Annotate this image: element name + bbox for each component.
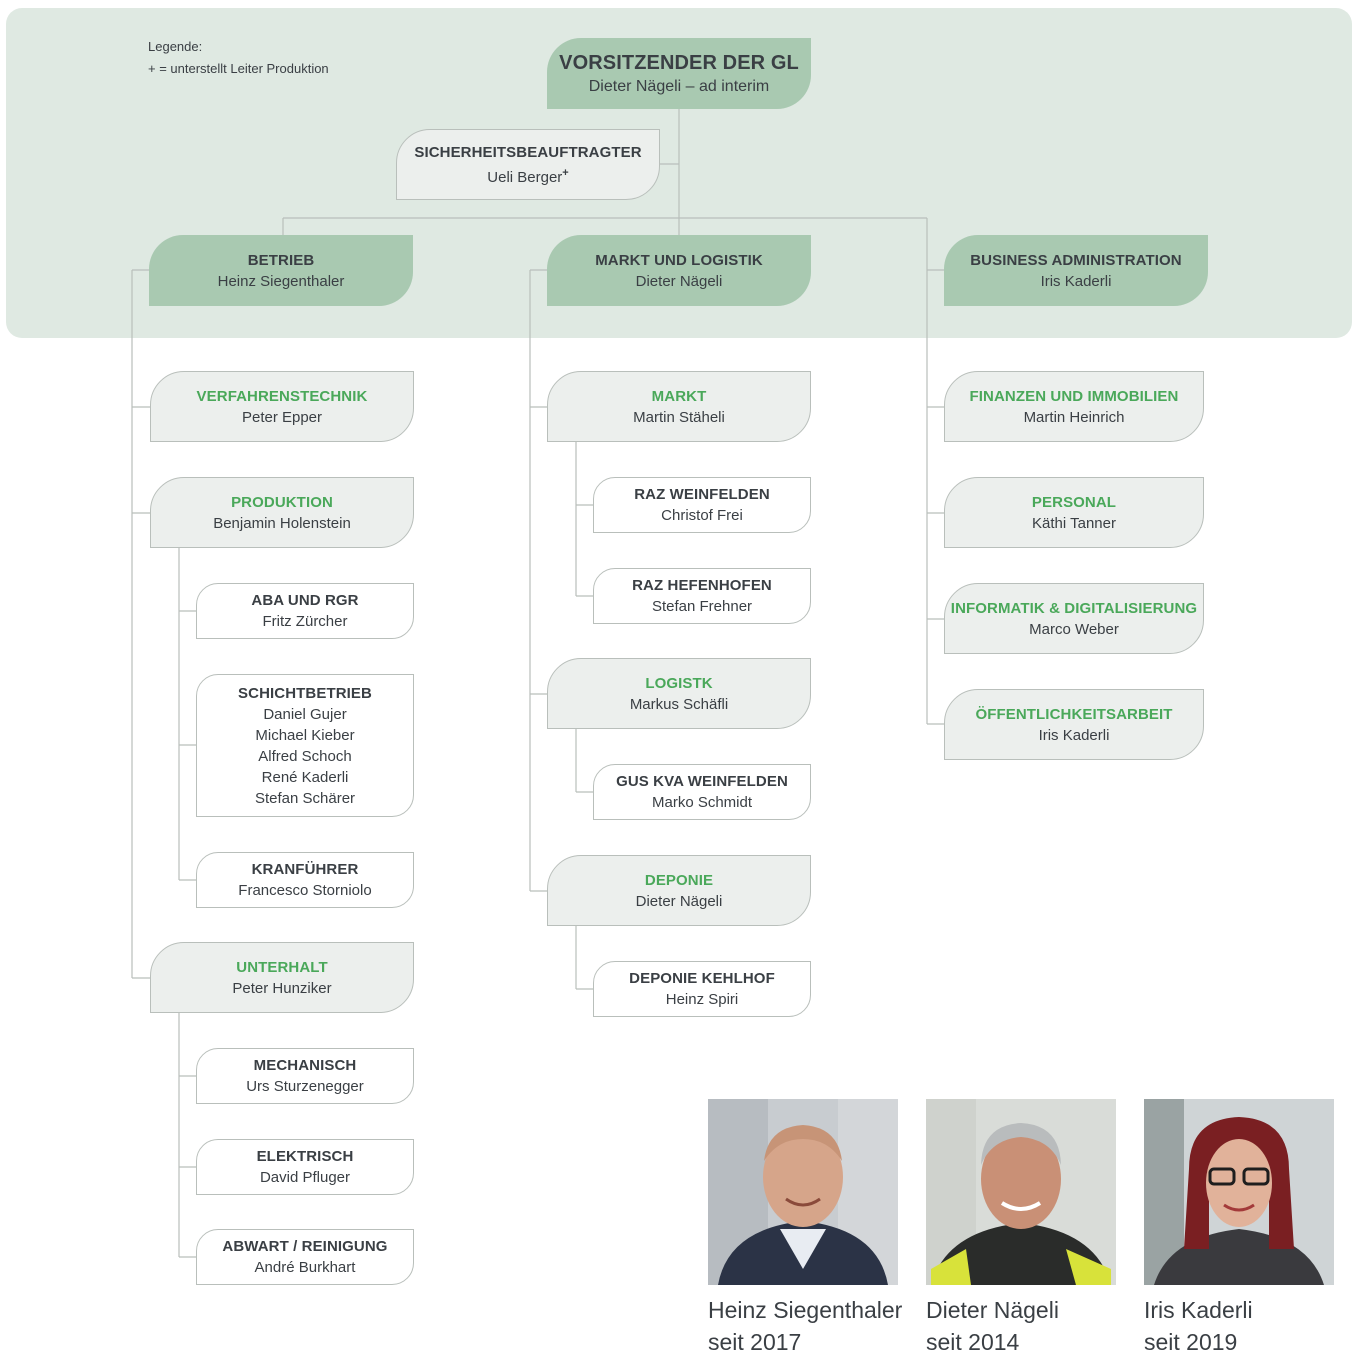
box-name: Peter Hunziker — [232, 979, 332, 997]
box-title: DEPONIE KEHLHOF — [629, 970, 775, 987]
portrait-name: Iris Kaderli — [1144, 1297, 1253, 1323]
box-title: ELEKTRISCH — [256, 1148, 354, 1165]
box-name: Stefan Schärer — [254, 789, 356, 807]
box-title: ABA UND RGR — [251, 592, 359, 609]
portrait-since: seit 2019 — [1144, 1329, 1238, 1355]
box-title: BETRIEB — [247, 251, 315, 269]
box-schichtbetrieb: SCHICHTBETRIEB Daniel Gujer Michael Kieb… — [196, 674, 414, 817]
box-finanzen-und-immobilien: FINANZEN UND IMMOBILIEN Martin Heinrich — [944, 371, 1204, 442]
box-sicherheitsbeauftragter: SICHERHEITSBEAUFTRAGTER Ueli Berger+ — [396, 129, 660, 200]
legend-text: + = unterstellt Leiter Produktion — [148, 61, 329, 76]
box-mechanisch: MECHANISCH Urs Sturzenegger — [196, 1048, 414, 1104]
box-name: David Pfluger — [259, 1169, 351, 1186]
portrait-photo-heinz-siegenthaler — [708, 1099, 898, 1285]
box-title: PERSONAL — [1031, 493, 1117, 511]
box-betrieb: BETRIEB Heinz Siegenthaler — [149, 235, 413, 306]
box-title: FINANZEN UND IMMOBILIEN — [969, 387, 1179, 405]
portrait-since: seit 2014 — [926, 1329, 1020, 1355]
portrait-name: Dieter Nägeli — [926, 1297, 1059, 1323]
box-name: Alfred Schoch — [258, 747, 352, 765]
portrait-photo-iris-kaderli — [1144, 1099, 1334, 1285]
box-title: INFORMATIK & DIGITALISIERUNG — [950, 599, 1198, 617]
box-title: MARKT — [651, 387, 707, 405]
box-title: RAZ HEFENHOFEN — [632, 577, 772, 594]
safety-name: Ueli Berger — [487, 168, 563, 186]
box-title: LOGISTK — [645, 674, 713, 692]
box-name: André Burkhart — [254, 1259, 356, 1276]
box-informatik-digitalisierung: INFORMATIK & DIGITALISIERUNG Marco Weber — [944, 583, 1204, 654]
box-name: Marko Schmidt — [651, 794, 753, 811]
box-unterhalt: UNTERHALT Peter Hunziker — [150, 942, 414, 1013]
box-name: René Kaderli — [261, 768, 349, 786]
portrait-photo-dieter-naegeli — [926, 1099, 1116, 1285]
box-raz-weinfelden: RAZ WEINFELDEN Christof Frei — [593, 477, 811, 533]
box-name: Dieter Nägeli – ad interim — [588, 78, 770, 95]
box-deponie: DEPONIE Dieter Nägeli — [547, 855, 811, 926]
box-produktion: PRODUKTION Benjamin Holenstein — [150, 477, 414, 548]
box-name: Peter Epper — [241, 408, 323, 426]
box-name: Martin Stäheli — [633, 408, 725, 426]
box-personal: PERSONAL Käthi Tanner — [944, 477, 1204, 548]
safety-mark: + — [562, 166, 569, 179]
box-gus-kva-weinfelden: GUS KVA WEINFELDEN Marko Schmidt — [593, 764, 811, 820]
box-verfahrenstechnik: VERFAHRENSTECHNIK Peter Epper — [150, 371, 414, 442]
box-oeffentlichkeitsarbeit: ÖFFENTLICHKEITSARBEIT Iris Kaderli — [944, 689, 1204, 760]
box-title: GUS KVA WEINFELDEN — [616, 773, 788, 790]
box-kranfuehrer: KRANFÜHRER Francesco Storniolo — [196, 852, 414, 908]
box-business-administration: BUSINESS ADMINISTRATION Iris Kaderli — [944, 235, 1208, 306]
box-vorsitzender: VORSITZENDER DER GL Dieter Nägeli – ad i… — [547, 38, 811, 109]
box-name: Käthi Tanner — [1032, 514, 1116, 532]
box-name: Stefan Frehner — [651, 598, 753, 615]
box-title: VORSITZENDER DER GL — [559, 52, 799, 74]
box-title: ABWART / REINIGUNG — [222, 1238, 388, 1255]
portrait-since: seit 2017 — [708, 1329, 802, 1355]
box-title: UNTERHALT — [236, 958, 328, 976]
legend: Legende: + = unterstellt Leiter Produkti… — [148, 36, 329, 80]
box-name: Dieter Nägeli — [635, 272, 723, 290]
box-title: ÖFFENTLICHKEITSARBEIT — [975, 705, 1173, 723]
box-markt-und-logistik: MARKT UND LOGISTIK Dieter Nägeli — [547, 235, 811, 306]
box-name: Benjamin Holenstein — [213, 514, 351, 532]
box-name: Michael Kieber — [255, 726, 355, 744]
box-name: Heinz Spiri — [665, 991, 739, 1008]
box-title: MARKT UND LOGISTIK — [595, 251, 763, 269]
box-title: VERFAHRENSTECHNIK — [196, 387, 368, 405]
box-name: Iris Kaderli — [1040, 272, 1112, 290]
box-name: Ueli Berger+ — [487, 163, 568, 188]
box-abwart-reinigung: ABWART / REINIGUNG André Burkhart — [196, 1229, 414, 1285]
box-markt: MARKT Martin Stäheli — [547, 371, 811, 442]
portrait-caption: Heinz Siegenthaler seit 2017 — [708, 1294, 902, 1358]
portrait-caption: Iris Kaderli seit 2019 — [1144, 1294, 1253, 1358]
box-title: KRANFÜHRER — [251, 861, 359, 878]
box-name: Marco Weber — [1029, 620, 1119, 638]
portrait-caption: Dieter Nägeli seit 2014 — [926, 1294, 1059, 1358]
box-name: Christof Frei — [661, 507, 743, 524]
legend-title: Legende: — [148, 39, 203, 54]
box-name: Dieter Nägeli — [635, 892, 723, 910]
box-raz-hefenhofen: RAZ HEFENHOFEN Stefan Frehner — [593, 568, 811, 624]
box-name: Heinz Siegenthaler — [217, 272, 345, 290]
box-name: Fritz Zürcher — [262, 613, 348, 630]
box-title: BUSINESS ADMINISTRATION — [970, 251, 1182, 269]
box-name: Francesco Storniolo — [238, 882, 372, 899]
box-deponie-kehlhof: DEPONIE KEHLHOF Heinz Spiri — [593, 961, 811, 1017]
box-title: MECHANISCH — [253, 1057, 357, 1074]
portrait-name: Heinz Siegenthaler — [708, 1297, 903, 1323]
box-title: SICHERHEITSBEAUFTRAGTER — [414, 143, 642, 161]
box-elektrisch: ELEKTRISCH David Pfluger — [196, 1139, 414, 1195]
box-logistik: LOGISTK Markus Schäfli — [547, 658, 811, 729]
box-name: Martin Heinrich — [1023, 408, 1125, 426]
box-name: Iris Kaderli — [1038, 726, 1110, 744]
box-title: SCHICHTBETRIEB — [238, 684, 372, 702]
box-title: RAZ WEINFELDEN — [634, 486, 770, 503]
box-aba-und-rgr: ABA UND RGR Fritz Zürcher — [196, 583, 414, 639]
box-name: Markus Schäfli — [629, 695, 729, 713]
box-name: Daniel Gujer — [263, 705, 347, 723]
box-title: DEPONIE — [644, 871, 714, 889]
box-name: Urs Sturzenegger — [246, 1078, 364, 1095]
box-title: PRODUKTION — [231, 493, 333, 511]
